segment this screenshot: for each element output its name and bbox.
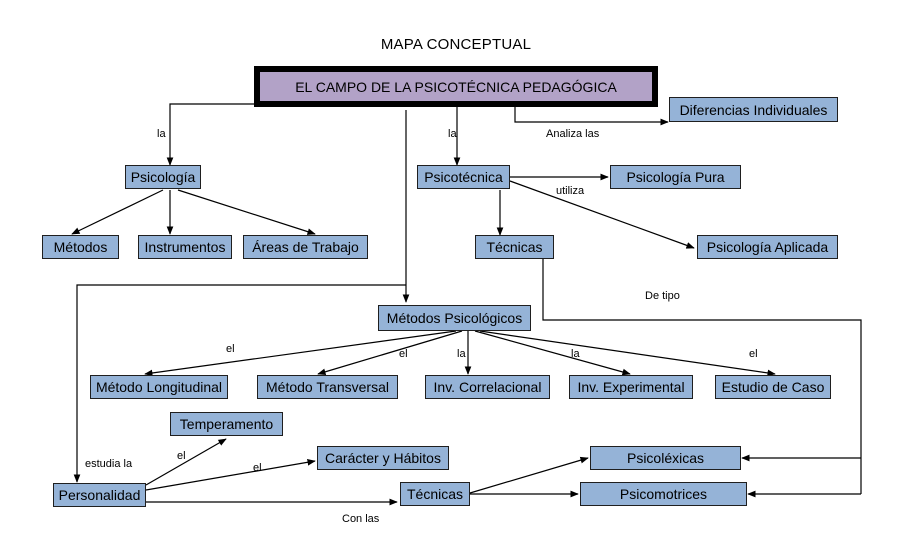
node-temperamento: Temperamento <box>170 412 283 436</box>
node-instrumentos: Instrumentos <box>138 235 232 259</box>
connector-psicologia-areas <box>177 189 316 235</box>
connector-mp-longitudinal <box>144 330 457 377</box>
label-la-experimental: la <box>571 348 580 360</box>
node-metodos: Métodos <box>42 235 119 259</box>
node-metodo-transversal: Método Transversal <box>257 375 398 399</box>
label-analiza-las: Analiza las <box>546 128 600 140</box>
node-areas-de-trabajo: Áreas de Trabajo <box>243 235 368 259</box>
node-caracter-y-habitos: Carácter y Hábitos <box>317 446 449 470</box>
connector-tecnicas-de-tipo <box>542 259 862 494</box>
node-personalidad: Personalidad <box>53 483 146 507</box>
connector-psicotecnica-aplicada <box>509 180 695 249</box>
node-psicologia-aplicada: Psicología Aplicada <box>697 235 838 259</box>
label-el-longitudinal: el <box>226 343 235 355</box>
node-inv-experimental: Inv. Experimental <box>569 375 693 399</box>
node-metodos-psicologicos: Métodos Psicológicos <box>378 305 531 331</box>
label-el-caso: el <box>749 348 758 360</box>
connector-psicologia-metodos <box>71 189 164 235</box>
connector-main-diferencias <box>514 107 669 126</box>
node-metodo-longitudinal: Método Longitudinal <box>90 375 228 399</box>
label-utiliza: utiliza <box>556 185 585 197</box>
connector-to-personalidad <box>73 284 406 483</box>
label-el-transversal: el <box>399 348 408 360</box>
node-tecnicas: Técnicas <box>475 235 554 259</box>
label-con-las: Con las <box>342 513 380 525</box>
main-concept-node: EL CAMPO DE LA PSICOTÉCNICA PEDAGÓGICA <box>254 66 658 107</box>
node-psicologia-pura: Psicología Pura <box>610 165 741 189</box>
label-estudia-la: estudia la <box>85 458 133 470</box>
label-la-correlacional: la <box>457 348 466 360</box>
connector-personalidad-temperamento <box>145 438 227 486</box>
node-psicolexicas: Psicoléxicas <box>590 446 741 470</box>
node-inv-correlacional: Inv. Correlacional <box>425 375 550 399</box>
connector-personalidad-caracter <box>145 458 316 491</box>
node-psicomotrices: Psicomotrices <box>580 482 747 506</box>
label-la-psicologia: la <box>157 128 166 140</box>
connector-mp-caso <box>479 330 776 377</box>
connector-main-psicologia <box>166 103 257 166</box>
diagram-title: MAPA CONCEPTUAL <box>380 36 532 53</box>
node-psicotecnica: Psicotécnica <box>417 165 510 189</box>
label-la-psicotecnica: la <box>448 128 457 140</box>
node-estudio-de-caso: Estudio de Caso <box>715 375 831 399</box>
node-psicologia: Psicología <box>125 165 201 189</box>
connector-tecnicas2-psicolexicas <box>469 456 589 494</box>
label-de-tipo: De tipo <box>645 290 680 302</box>
connector-mp-experimental <box>474 330 631 376</box>
node-diferencias-individuales: Diferencias Individuales <box>669 97 838 122</box>
label-el-caracter: el <box>253 462 262 474</box>
connector-mp-transversal <box>317 330 463 376</box>
label-el-temperamento: el <box>177 450 186 462</box>
node-tecnicas-personalidad: Técnicas <box>400 482 470 506</box>
